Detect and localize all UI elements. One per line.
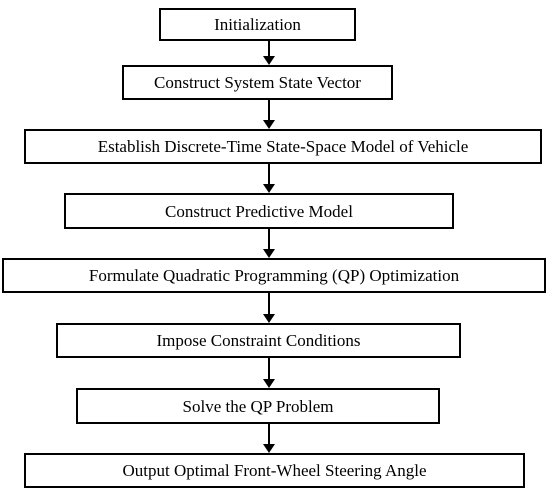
step-construct-state-vector-label: Construct System State Vector [154,73,361,92]
step-state-space-model: Establish Discrete-Time State-Space Mode… [24,129,542,164]
arrow-1 [263,41,275,65]
arrow-1-head [263,56,275,65]
arrow-6 [263,358,275,388]
step-solve-qp-label: Solve the QP Problem [182,396,334,416]
step-qp-optimization-label: Formulate Quadratic Programming (QP) Opt… [88,266,460,285]
arrow-2 [263,100,275,129]
arrow-3-head [263,184,275,193]
arrow-7-head [263,444,275,453]
step-constraint-conditions-label: Impose Constraint Conditions [156,331,361,350]
arrow-4-head [263,249,275,258]
step-construct-state-vector: Construct System State Vector [122,65,393,100]
arrow-4 [263,229,275,258]
arrow-5 [263,293,275,323]
step-predictive-model-label: Construct Predictive Model [165,201,353,221]
step-predictive-model: Construct Predictive Model [64,193,454,229]
arrow-2-head [263,120,275,129]
arrow-5-head [263,314,275,323]
step-solve-qp: Solve the QP Problem [76,388,440,424]
arrow-6-head [263,379,275,388]
step-initialization-label: Initialization [214,15,301,34]
arrow-3 [263,164,275,193]
step-qp-optimization: Formulate Quadratic Programming (QP) Opt… [2,258,546,293]
step-output-steering-angle: Output Optimal Front-Wheel Steering Angl… [24,453,525,488]
step-output-steering-angle-label: Output Optimal Front-Wheel Steering Angl… [122,461,427,480]
step-constraint-conditions: Impose Constraint Conditions [56,323,461,358]
arrow-7 [263,424,275,453]
step-state-space-model-label: Establish Discrete-Time State-Space Mode… [97,137,469,156]
step-initialization: Initialization [159,8,356,41]
